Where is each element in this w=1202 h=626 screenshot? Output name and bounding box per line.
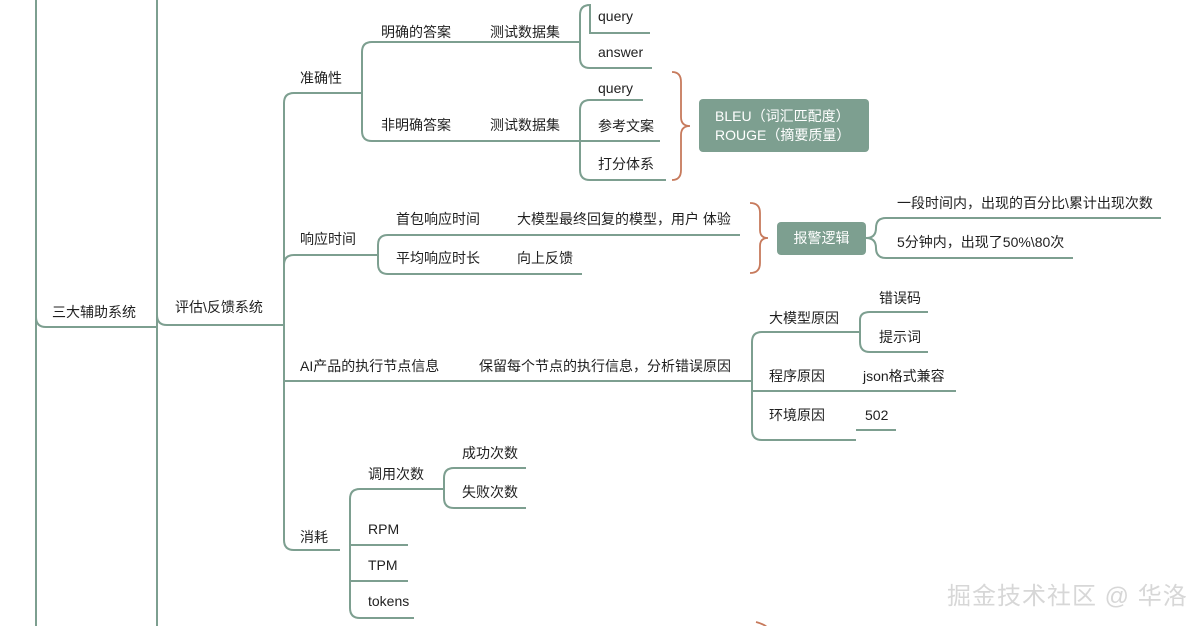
- first-packet-line: [377, 234, 740, 255]
- response-time-node: 响应时间: [300, 231, 356, 247]
- average-time-note: 向上反馈: [517, 250, 573, 266]
- accuracy-node: 准确性: [300, 70, 342, 86]
- execution-node: AI产品的执行节点信息: [300, 358, 440, 374]
- consumption-node: 消耗: [300, 529, 328, 545]
- alert-rule1-line: [865, 217, 1161, 239]
- system-node: 评估\反馈系统: [175, 299, 263, 315]
- unclear-answer-node: 非明确答案: [381, 117, 451, 133]
- tpm-node: TPM: [368, 557, 398, 573]
- unclear-branch-line: [361, 93, 580, 142]
- call-count-node: 调用次数: [368, 466, 424, 482]
- bleu-label: BLEU（词汇匹配度）: [715, 108, 850, 124]
- clear-answer-node: 明确的答案: [381, 24, 451, 40]
- response-underline: [283, 254, 378, 266]
- calls-line: [349, 488, 444, 550]
- clear-answer-line: [579, 42, 652, 69]
- success-line: [443, 467, 526, 489]
- tokens-node: tokens: [368, 593, 410, 609]
- prompt-node: 提示词: [879, 329, 921, 345]
- partial-brace: [755, 621, 768, 626]
- error-502-node: 502: [865, 407, 889, 423]
- json-compat-node: json格式兼容: [863, 368, 945, 384]
- root-node: 三大辅助系统: [52, 304, 136, 320]
- model-cause-node: 大模型原因: [769, 310, 839, 326]
- clear-answer-item-node: answer: [598, 44, 644, 60]
- clear-dataset-node: 测试数据集: [490, 24, 560, 40]
- env-cause-node: 环境原因: [769, 407, 825, 423]
- reference-text-node: 参考文案: [598, 118, 654, 134]
- unclear-query-line: [579, 99, 643, 141]
- average-line: [377, 255, 582, 275]
- rpm-node: RPM: [368, 521, 400, 537]
- alert-brace: [749, 202, 769, 274]
- unclear-dataset-node: 测试数据集: [490, 117, 560, 133]
- scoring-system-node: 打分体系: [598, 156, 654, 172]
- rouge-label: ROUGE（摘要质量）: [715, 127, 851, 143]
- clear-branch-line: [361, 41, 580, 93]
- prompt-line: [859, 332, 928, 353]
- branch-trunk: [283, 103, 340, 551]
- watermark: 掘金技术社区 @ 华洛: [947, 583, 1188, 610]
- first-packet-node: 首包响应时间: [396, 211, 480, 227]
- alert-rule-1: 一段时间内，出现的百分比\累计出现次数: [897, 195, 1153, 211]
- metrics-brace: [671, 71, 691, 181]
- fail-count-node: 失败次数: [462, 484, 518, 500]
- success-count-node: 成功次数: [462, 445, 518, 461]
- system-underline: [156, 314, 283, 326]
- tokens-line: [349, 550, 414, 619]
- error-code-node: 错误码: [879, 290, 921, 306]
- alert-rule2-line: [865, 237, 1073, 259]
- error-code-line: [859, 311, 928, 332]
- unclear-score-line: [579, 141, 666, 181]
- average-time-node: 平均响应时长: [396, 250, 480, 266]
- clear-query-node: query: [598, 8, 634, 24]
- execution-note: 保留每个节点的执行信息，分析错误原因: [479, 358, 731, 374]
- first-packet-note: 大模型最终回复的模型，用户 体验: [517, 211, 731, 227]
- unclear-query-node: query: [598, 80, 634, 96]
- root-underline: [35, 316, 157, 328]
- metrics-box: BLEU（词汇匹配度） ROUGE（摘要质量）: [699, 99, 869, 152]
- env-cause-line: [751, 381, 856, 441]
- accuracy-underline: [283, 92, 362, 104]
- clear-query-line: [579, 3, 650, 42]
- alert-logic-box: 报警逻辑: [777, 222, 866, 255]
- model-cause-line: [751, 331, 860, 381]
- alert-rule-2: 5分钟内，出现了50%\80次: [897, 234, 1065, 250]
- fail-line: [443, 489, 526, 509]
- program-cause-node: 程序原因: [769, 368, 825, 384]
